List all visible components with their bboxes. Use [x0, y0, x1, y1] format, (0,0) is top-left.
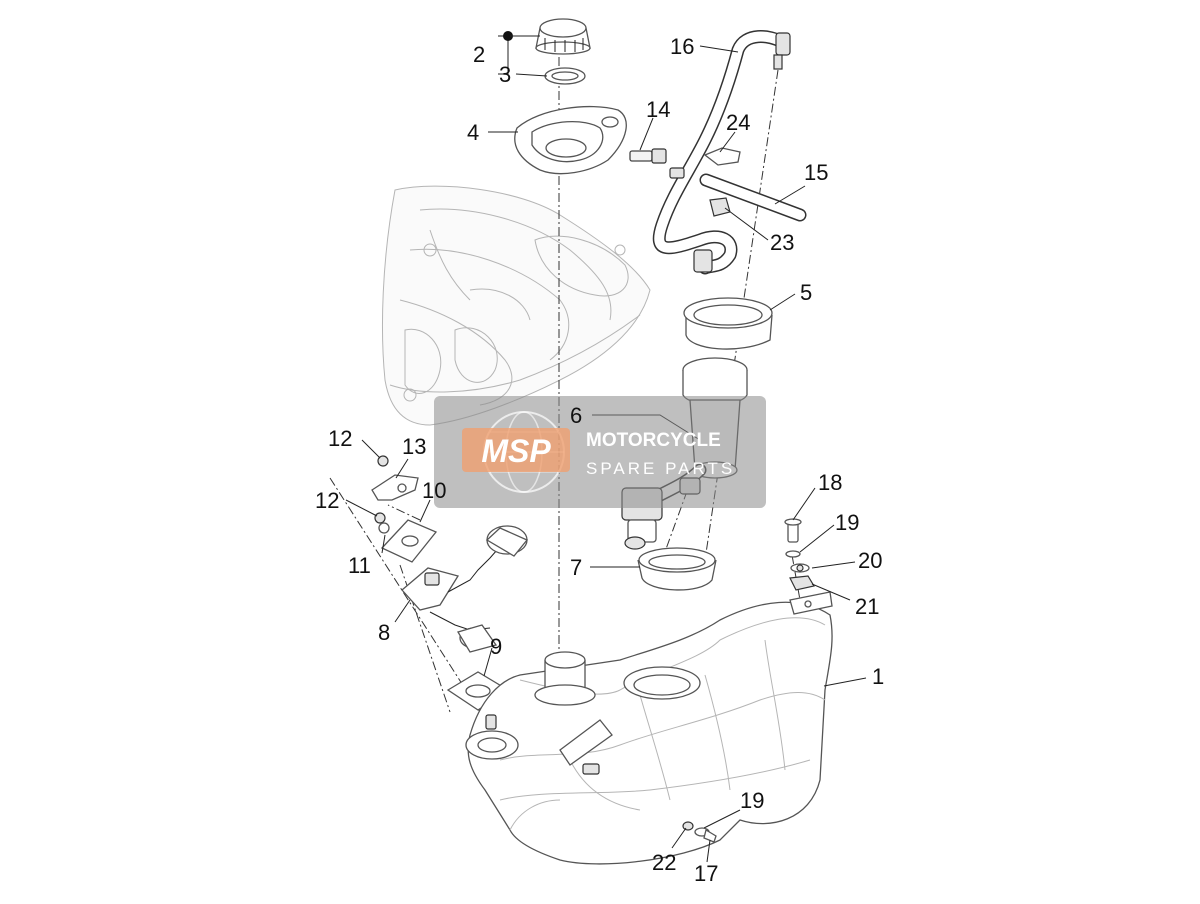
- callout-8: 8: [378, 620, 390, 645]
- callout-14: 14: [646, 97, 670, 122]
- callout-18: 18: [818, 470, 842, 495]
- filler-tray-part: [514, 105, 627, 175]
- level-sensor-part: [401, 525, 529, 653]
- callout-2: 2: [473, 42, 485, 67]
- callout-labels: 1 2 3 4 5 6 7 8 9 10 11 12 12 13 14 15 1…: [315, 34, 884, 886]
- callout-15: 15: [804, 160, 828, 185]
- callout-13: 13: [402, 434, 426, 459]
- callout-12-upper: 12: [328, 426, 352, 451]
- body-panel-ghost: [382, 185, 651, 426]
- callout-10: 10: [422, 478, 446, 503]
- callout-20: 20: [858, 548, 882, 573]
- hardware-parts: [682, 518, 815, 843]
- fuel-cap-part: [535, 18, 591, 55]
- callout-16: 16: [670, 34, 694, 59]
- lock-ring-part: [683, 297, 773, 350]
- fuel-tank-part: [465, 591, 833, 865]
- hose-clamp-lower: [693, 249, 713, 273]
- msp-watermark: MSP MOTORCYCLE SPARE PARTS: [434, 396, 766, 508]
- callout-7: 7: [570, 555, 582, 580]
- callout-22: 22: [652, 850, 676, 875]
- callout-12-lower: 12: [315, 488, 339, 513]
- callout-6: 6: [570, 403, 582, 428]
- watermark-line1: MOTORCYCLE: [586, 430, 721, 451]
- level-sensor-bracket: [371, 455, 438, 563]
- callout-5: 5: [800, 280, 812, 305]
- callout-21: 21: [855, 594, 879, 619]
- callout-24: 24: [726, 110, 750, 135]
- callout-1: 1: [872, 664, 884, 689]
- callout-19-lower: 19: [740, 788, 764, 813]
- watermark-line2: SPARE PARTS: [586, 459, 735, 478]
- cap-seal-part: [544, 67, 586, 85]
- callout-3: 3: [499, 62, 511, 87]
- callout-11: 11: [348, 553, 371, 578]
- callout-4: 4: [467, 120, 479, 145]
- vent-hoses: [629, 30, 807, 275]
- callout-17: 17: [694, 861, 718, 886]
- callout-23: 23: [770, 230, 794, 255]
- callout-9: 9: [490, 634, 502, 659]
- pump-gasket-part: [637, 547, 717, 591]
- watermark-logo: MSP: [481, 433, 551, 469]
- callout-19-upper: 19: [835, 510, 859, 535]
